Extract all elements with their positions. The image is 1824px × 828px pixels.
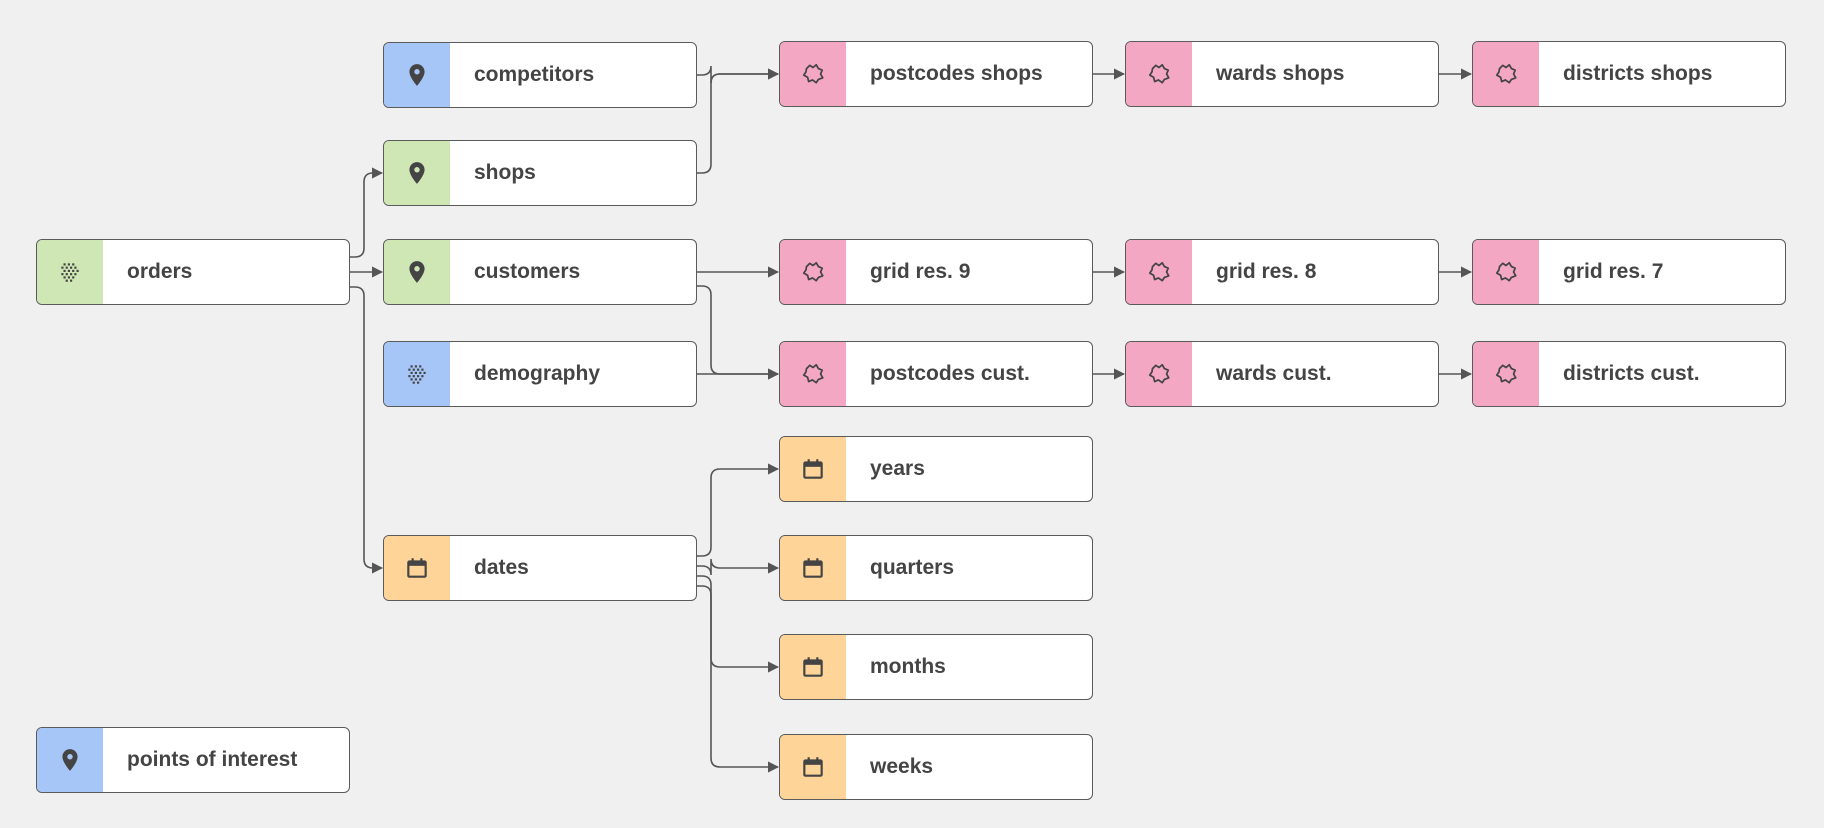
map-pin-icon <box>404 259 430 285</box>
node-grid-res-9-icon-box <box>780 240 846 304</box>
node-weeks-icon-box <box>780 735 846 799</box>
node-grid-res-7-icon-box <box>1473 240 1539 304</box>
grid-dots-icon <box>57 259 83 285</box>
node-grid-res-8[interactable]: grid res. 8 <box>1125 239 1439 305</box>
node-label: years <box>870 457 925 480</box>
grid-dots-icon <box>404 361 430 387</box>
edge-dates-to-weeks <box>697 585 780 773</box>
node-months[interactable]: months <box>779 634 1093 700</box>
node-years[interactable]: years <box>779 436 1093 502</box>
node-orders-icon-box <box>37 240 103 304</box>
node-label: postcodes shops <box>870 62 1043 85</box>
node-label: districts shops <box>1563 62 1713 85</box>
region-shape-icon <box>1146 61 1172 87</box>
region-shape-icon <box>800 61 826 87</box>
node-customers-icon-box <box>384 240 450 304</box>
node-competitors[interactable]: competitors <box>383 42 697 108</box>
region-shape-icon <box>800 361 826 387</box>
node-districts-cust[interactable]: districts cust. <box>1472 341 1786 407</box>
region-shape-icon <box>1493 259 1519 285</box>
node-label: competitors <box>474 63 595 86</box>
node-quarters-icon-box <box>780 536 846 600</box>
node-label: wards cust. <box>1216 362 1332 385</box>
node-dates[interactable]: dates <box>383 535 697 601</box>
node-postcodes-shops-icon-box <box>780 42 846 106</box>
node-districts-shops-icon-box <box>1473 42 1539 106</box>
node-shops-icon-box <box>384 141 450 205</box>
node-grid-res-8-icon-box <box>1126 240 1192 304</box>
node-grid-res-7[interactable]: grid res. 7 <box>1472 239 1786 305</box>
node-label: weeks <box>870 755 934 778</box>
node-label: months <box>870 655 946 678</box>
map-pin-icon <box>404 62 430 88</box>
node-label: shops <box>474 161 536 184</box>
node-demography-icon-box <box>384 342 450 406</box>
node-label: grid res. 8 <box>1216 260 1317 283</box>
node-weeks[interactable]: weeks <box>779 734 1093 800</box>
node-shops[interactable]: shops <box>383 140 697 206</box>
node-demography[interactable]: demography <box>383 341 697 407</box>
calendar-icon <box>800 555 826 581</box>
node-label: grid res. 7 <box>1563 260 1664 283</box>
node-label: districts cust. <box>1563 362 1700 385</box>
map-pin-icon <box>57 747 83 773</box>
map-pin-icon <box>404 160 430 186</box>
node-months-icon-box <box>780 635 846 699</box>
edge-customers-to-postcodes-cust <box>697 285 780 380</box>
edge-orders-to-dates <box>350 286 384 574</box>
calendar-icon <box>800 456 826 482</box>
node-customers[interactable]: customers <box>383 239 697 305</box>
node-points-of-interest[interactable]: points of interest <box>36 727 350 793</box>
node-label: postcodes cust. <box>870 362 1030 385</box>
edge-orders-to-shops <box>350 167 384 258</box>
calendar-icon <box>800 654 826 680</box>
node-points-of-interest-icon-box <box>37 728 103 792</box>
node-label: demography <box>474 362 601 385</box>
node-label: dates <box>474 556 529 579</box>
node-wards-shops-icon-box <box>1126 42 1192 106</box>
region-shape-icon <box>1146 259 1172 285</box>
node-label: customers <box>474 260 581 283</box>
node-grid-res-9[interactable]: grid res. 9 <box>779 239 1093 305</box>
node-wards-shops[interactable]: wards shops <box>1125 41 1439 107</box>
node-quarters[interactable]: quarters <box>779 535 1093 601</box>
node-label: orders <box>127 260 193 283</box>
node-postcodes-cust-icon-box <box>780 342 846 406</box>
node-orders[interactable]: orders <box>36 239 350 305</box>
region-shape-icon <box>1146 361 1172 387</box>
edge-shops-to-postcodes-shops <box>697 68 780 174</box>
edge-dates-to-quarters <box>697 558 780 576</box>
node-postcodes-cust[interactable]: postcodes cust. <box>779 341 1093 407</box>
region-shape-icon <box>1493 61 1519 87</box>
node-years-icon-box <box>780 437 846 501</box>
node-wards-cust[interactable]: wards cust. <box>1125 341 1439 407</box>
node-districts-cust-icon-box <box>1473 342 1539 406</box>
region-shape-icon <box>1493 361 1519 387</box>
edge-dates-to-years <box>697 463 780 557</box>
node-postcodes-shops[interactable]: postcodes shops <box>779 41 1093 107</box>
calendar-icon <box>404 555 430 581</box>
node-dates-icon-box <box>384 536 450 600</box>
calendar-icon <box>800 754 826 780</box>
node-label: grid res. 9 <box>870 260 971 283</box>
node-wards-cust-icon-box <box>1126 342 1192 406</box>
node-districts-shops[interactable]: districts shops <box>1472 41 1786 107</box>
node-label: quarters <box>870 556 955 579</box>
node-label: wards shops <box>1216 62 1345 85</box>
node-label: points of interest <box>127 748 298 771</box>
region-shape-icon <box>800 259 826 285</box>
node-competitors-icon-box <box>384 43 450 107</box>
